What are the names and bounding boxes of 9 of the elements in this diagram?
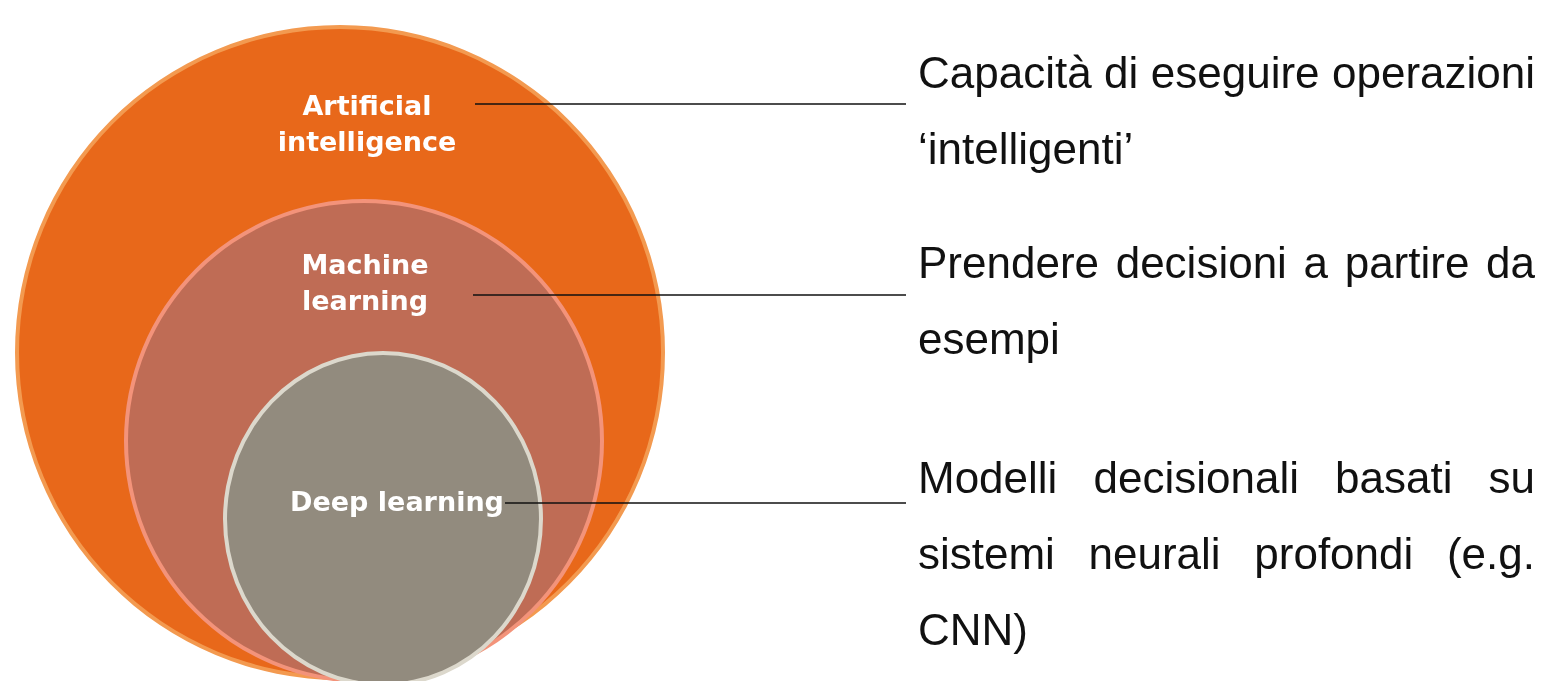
circle-label: Artificial intelligence bbox=[276, 89, 458, 159]
description-text: Modelli decisionali basati su sistemi neurali profondi (e.g. CNN) bbox=[918, 440, 1535, 668]
circle-label: Machine learning bbox=[300, 248, 430, 318]
leader-line bbox=[474, 103, 907, 105]
description-text: Prendere decisioni a partire da esempi bbox=[918, 225, 1535, 377]
description-text: Capacità di eseguire operazioni ‘intelligenti’ bbox=[918, 35, 1535, 187]
leader-line bbox=[504, 502, 907, 504]
circle-label: Deep learning bbox=[289, 485, 505, 519]
leader-line bbox=[472, 294, 907, 296]
